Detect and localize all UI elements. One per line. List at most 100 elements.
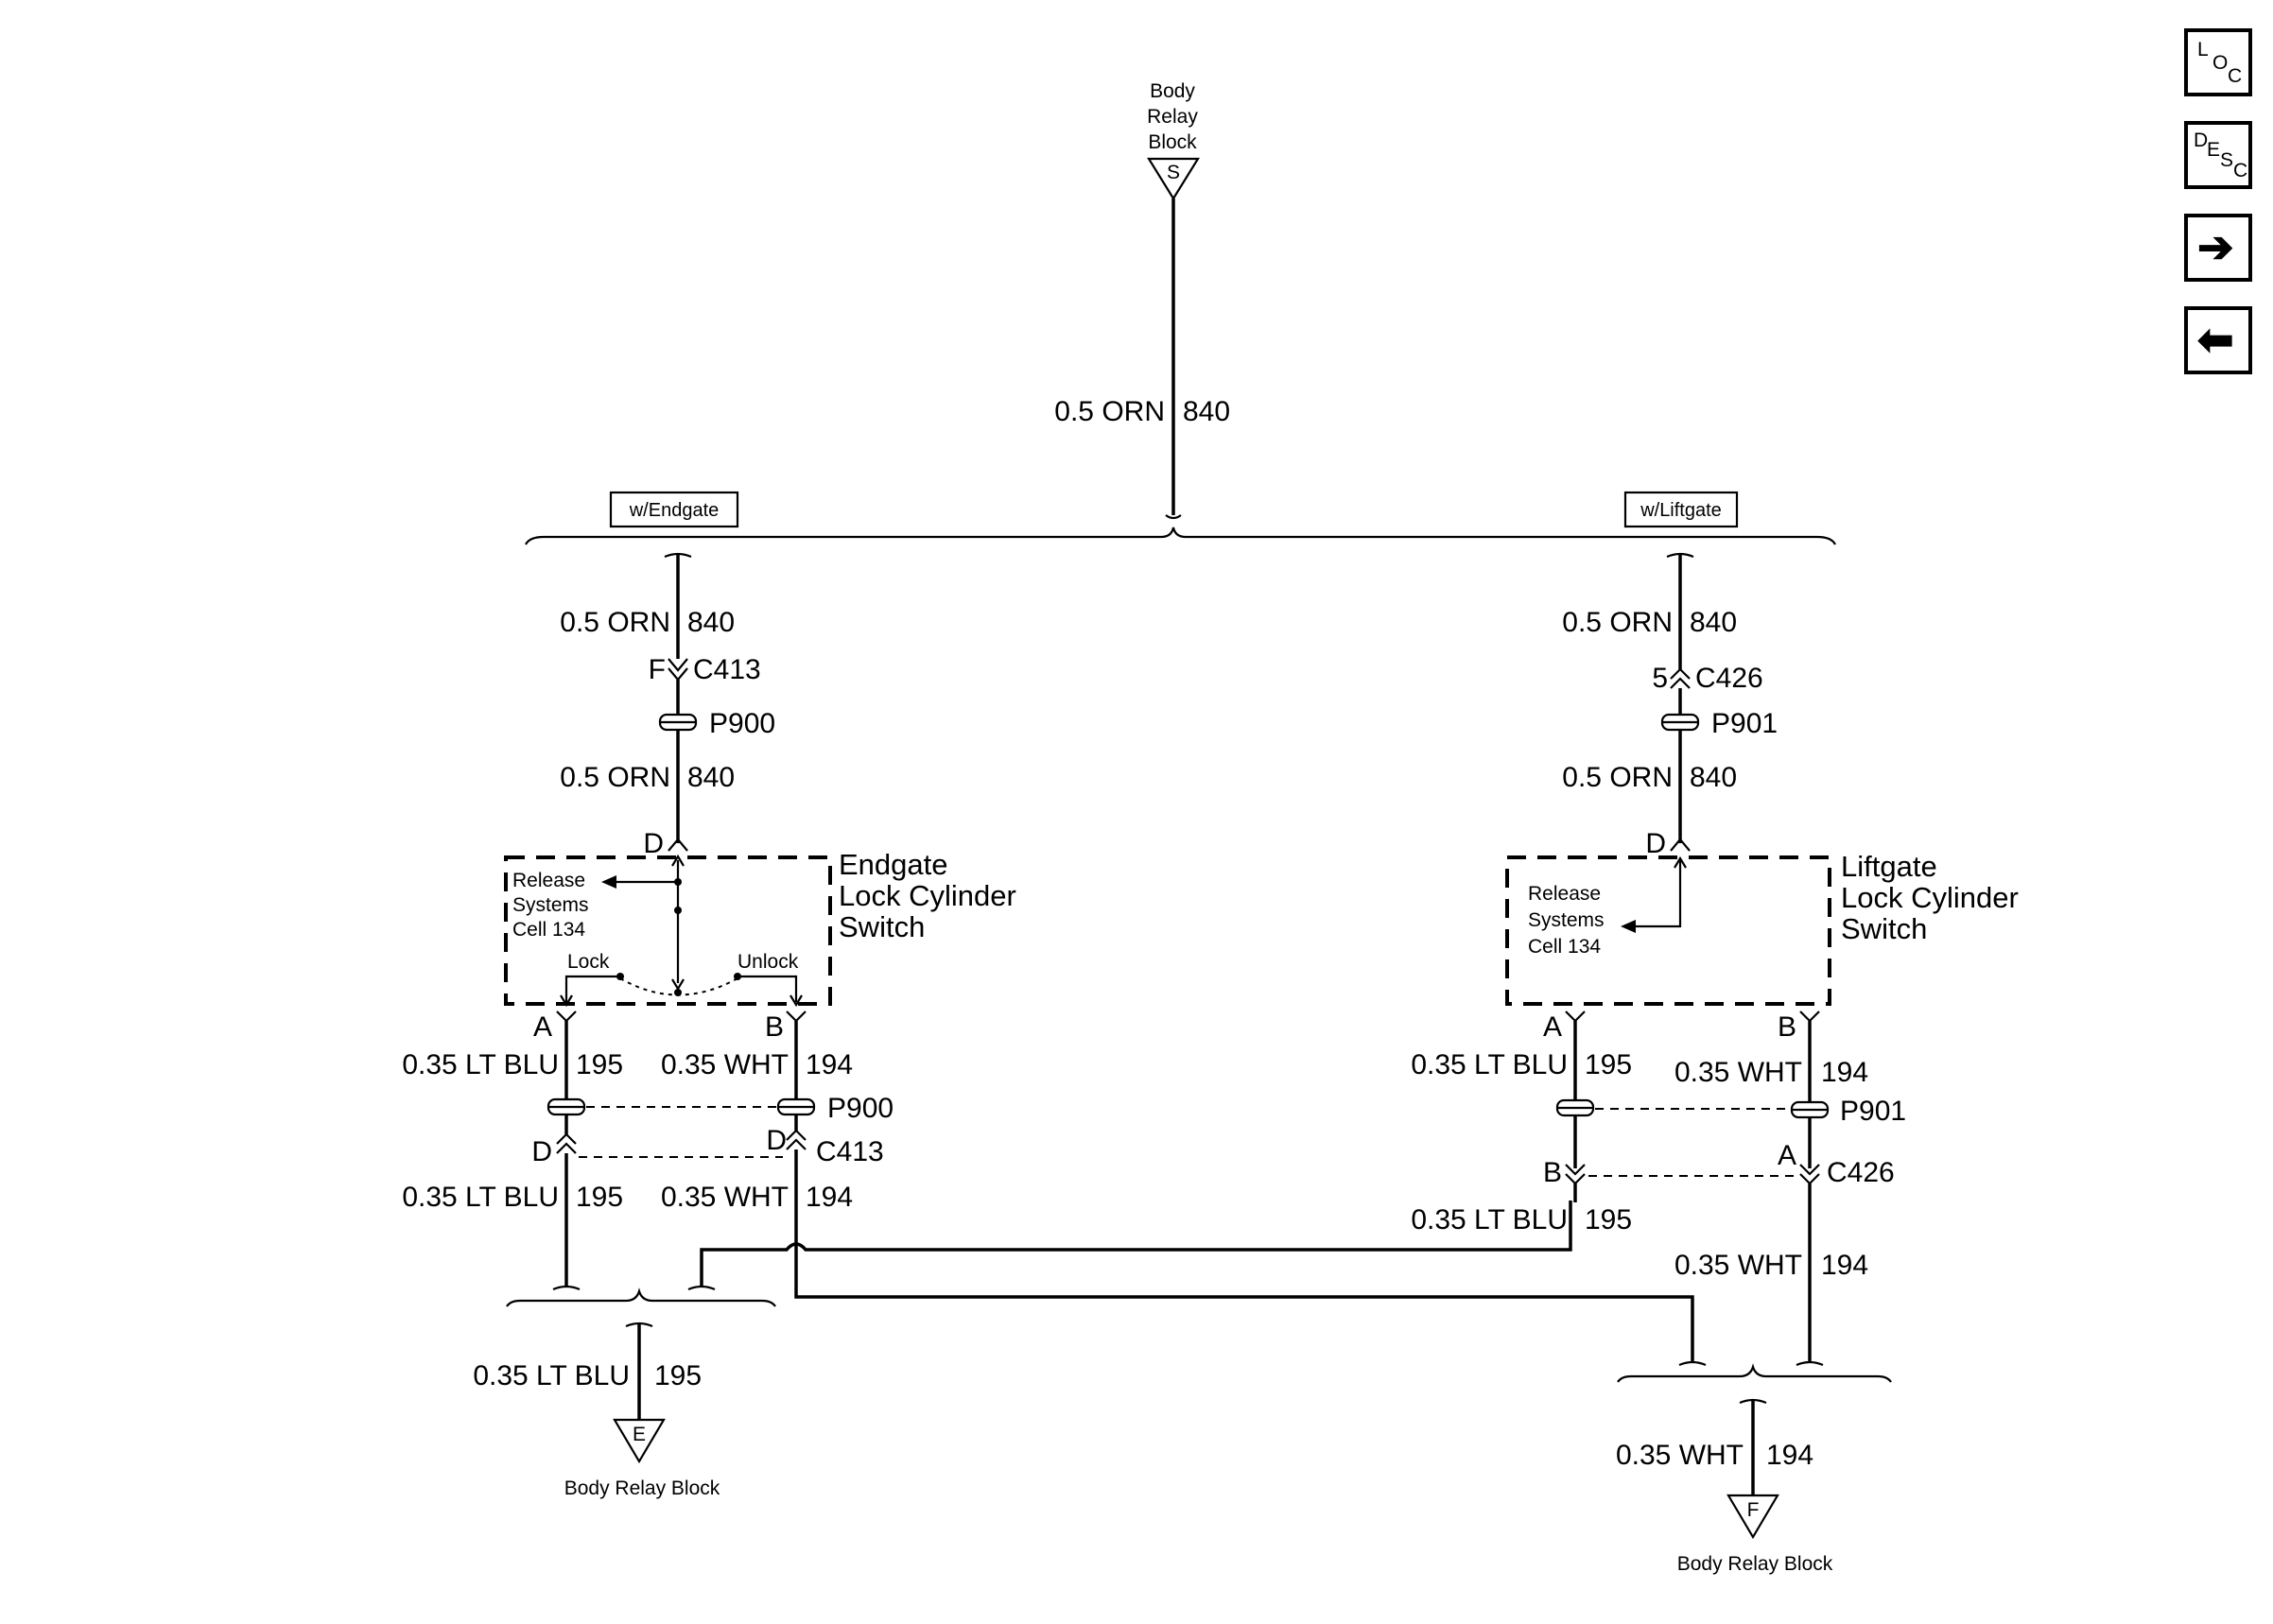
endgate-wire-top-color: 0.5 ORN xyxy=(560,607,670,638)
ground-f-wire-circuit: 194 xyxy=(1766,1440,1813,1471)
endgate-wire-top-circuit: 840 xyxy=(687,607,735,638)
liftgate-switch-title-line2: Lock Cylinder xyxy=(1841,881,2019,914)
source-pin: S xyxy=(1167,162,1180,183)
liftgate-pin-b: B xyxy=(1778,1011,1796,1043)
arrow-left-icon: ⬅ xyxy=(2197,315,2234,364)
liftgate-p901-top-label: P901 xyxy=(1711,708,1778,739)
endgate-pin-a: A xyxy=(533,1011,552,1043)
source-terminal-triangle xyxy=(1147,157,1200,201)
endgate-wire-a2-circuit: 195 xyxy=(576,1182,623,1213)
liftgate-c426-pin: 5 xyxy=(1652,663,1668,694)
endgate-unlock-label: Unlock xyxy=(737,951,799,973)
endgate-p900-top-label: P900 xyxy=(709,708,775,739)
liftgate-wire-b-circuit: 194 xyxy=(1821,1057,1868,1088)
endgate-switch-title-line3: Switch xyxy=(839,910,925,943)
liftgate-ref-wire xyxy=(1630,860,1682,928)
endgate-c413-pin: F xyxy=(649,654,666,685)
feed-wire-end-tick xyxy=(1165,514,1182,520)
next-page-button[interactable]: ➔ xyxy=(2184,214,2252,282)
liftgate-wire-b2-circuit: 194 xyxy=(1821,1250,1868,1281)
ground-e-brace xyxy=(506,1287,776,1307)
liftgate-connector-c426-top-symbol xyxy=(1670,667,1691,689)
ground-e-label: Body Relay Block xyxy=(564,1477,720,1499)
liftgate-wire-195-to-ground-e xyxy=(700,1201,1572,1287)
endgate-switch-throw xyxy=(619,977,738,996)
liftgate-wire-a-color: 0.35 LT BLU xyxy=(1411,1049,1568,1080)
endgate-wire-b-color: 0.35 WHT xyxy=(661,1049,789,1080)
endgate-wire-mid-circuit: 840 xyxy=(687,762,735,793)
endgate-branch-tick xyxy=(664,552,692,559)
liftgate-pin-a: A xyxy=(1543,1011,1562,1043)
endgate-pin-b: B xyxy=(765,1011,784,1043)
option-box-endgate xyxy=(609,491,739,528)
source-label-line3: Block xyxy=(1148,131,1197,153)
ground-e-wire-color: 0.35 LT BLU xyxy=(473,1360,630,1391)
endgate-switch-title-line1: Endgate xyxy=(839,848,948,881)
desc-button[interactable]: D E S C xyxy=(2184,121,2252,189)
ground-f-label: Body Relay Block xyxy=(1677,1553,1833,1575)
option-box-liftgate xyxy=(1623,491,1739,528)
liftgate-p901-bottom-label: P901 xyxy=(1840,1096,1906,1127)
liftgate-wire-b-color: 0.35 WHT xyxy=(1674,1057,1802,1088)
ground-f-brace xyxy=(1617,1363,1892,1383)
ground-e-pin: E xyxy=(633,1424,646,1445)
liftgate-lock-cylinder-switch-box xyxy=(1505,855,1831,1006)
ground-e-terminal xyxy=(613,1418,666,1464)
endgate-wire-a-circuit: 195 xyxy=(576,1049,623,1080)
endgate-ref-line2: Systems xyxy=(512,894,589,916)
arrow-right-icon: ➔ xyxy=(2197,222,2234,271)
endgate-switch-pin-d-symbol xyxy=(668,838,688,852)
endgate-connector-c413-top-symbol xyxy=(668,658,688,682)
liftgate-c426-pin-a: A xyxy=(1778,1140,1796,1171)
feed-wire-circuit: 840 xyxy=(1183,396,1230,427)
liftgate-ref-line2: Systems xyxy=(1528,909,1605,931)
endgate-wire-a2-color: 0.35 LT BLU xyxy=(402,1182,559,1213)
liftgate-c426-bottom-label: C426 xyxy=(1827,1157,1895,1188)
endgate-connector-c413-a xyxy=(556,1132,577,1154)
endgate-lock-label: Lock xyxy=(567,951,610,973)
endgate-wire-194-to-ground-f xyxy=(794,1149,1694,1363)
endgate-lock-cylinder-switch-box xyxy=(504,855,832,1006)
liftgate-branch-tick xyxy=(1666,552,1694,559)
endgate-wire-a-color: 0.35 LT BLU xyxy=(402,1049,559,1080)
option-liftgate-label: w/Liftgate xyxy=(1640,500,1722,521)
source-label-line1: Body xyxy=(1150,80,1195,102)
ground-e-wire-circuit: 195 xyxy=(654,1360,702,1391)
endgate-wire-b2-circuit: 194 xyxy=(806,1182,853,1213)
liftgate-wire-mid-circuit: 840 xyxy=(1690,762,1737,793)
endgate-wire-b-circuit: 194 xyxy=(806,1049,853,1080)
endgate-switch-title-line2: Lock Cylinder xyxy=(839,879,1016,912)
liftgate-ref-line3: Cell 134 xyxy=(1528,936,1601,958)
endgate-ref-line1: Release xyxy=(512,870,585,891)
liftgate-wire-top-color: 0.5 ORN xyxy=(1562,607,1673,638)
endgate-ref-line3: Cell 134 xyxy=(512,919,585,941)
endgate-c413-pin-d2: D xyxy=(766,1125,787,1156)
endgate-c413-label: C413 xyxy=(693,654,761,685)
endgate-connector-c413-b xyxy=(786,1129,807,1150)
option-brace xyxy=(525,527,1836,545)
feed-wire-color: 0.5 ORN xyxy=(1054,396,1165,427)
liftgate-wire-a-circuit: 195 xyxy=(1585,1049,1632,1080)
endgate-switch-pin-d: D xyxy=(643,828,664,859)
loc-button[interactable]: L O C xyxy=(2184,28,2252,96)
source-label-line2: Relay xyxy=(1147,106,1198,128)
liftgate-wire-mid-color: 0.5 ORN xyxy=(1562,762,1673,793)
endgate-c413-pin-d1: D xyxy=(531,1136,552,1167)
liftgate-wire-a2-color: 0.35 LT BLU xyxy=(1411,1204,1568,1235)
previous-page-button[interactable]: ⬅ xyxy=(2184,306,2252,374)
ground-f-wire-color: 0.35 WHT xyxy=(1616,1440,1744,1471)
endgate-p900-bottom-label: P900 xyxy=(827,1093,894,1124)
liftgate-c426-pin-b: B xyxy=(1543,1157,1562,1188)
liftgate-wire-a2-circuit: 195 xyxy=(1585,1204,1632,1235)
ground-f-pin: F xyxy=(1747,1499,1760,1521)
liftgate-c426-label: C426 xyxy=(1695,663,1763,694)
liftgate-ref-line1: Release xyxy=(1528,883,1601,905)
liftgate-wire-top-circuit: 840 xyxy=(1690,607,1737,638)
endgate-wire-b2-color: 0.35 WHT xyxy=(661,1182,789,1213)
endgate-c413-bottom-label: C413 xyxy=(816,1136,884,1167)
endgate-wire-mid-color: 0.5 ORN xyxy=(560,762,670,793)
liftgate-switch-pin-d: D xyxy=(1645,828,1666,859)
liftgate-switch-title-line3: Switch xyxy=(1841,912,1927,945)
liftgate-switch-title-line1: Liftgate xyxy=(1841,850,1937,883)
